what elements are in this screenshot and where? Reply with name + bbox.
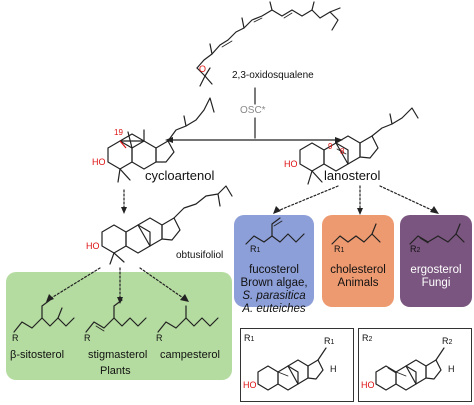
arrowheads xyxy=(46,137,439,304)
lanosterol-structure xyxy=(299,107,419,185)
r2-core-structure xyxy=(375,347,445,391)
arrowhead-campesterol xyxy=(180,294,189,302)
r1-core-structure xyxy=(257,347,327,391)
r2-core-ho: HO xyxy=(361,380,375,390)
cholesterol-organism-1: Animals xyxy=(337,277,379,289)
ergosterol-label: ergosterol xyxy=(410,264,462,276)
cholesterol-caption: cholesterol Animals xyxy=(322,264,394,290)
obtusifoliol-structure xyxy=(101,185,233,265)
r1-core-chain-label: R1 xyxy=(324,336,335,346)
stigmasterol-r: R xyxy=(84,333,91,343)
fucosterol-box xyxy=(234,215,314,307)
cycloartenol-ho: HO xyxy=(92,157,106,167)
r2-core-label: R2 xyxy=(362,333,373,343)
r1-core-h: H xyxy=(330,364,337,374)
fucosterol-label: fucosterol xyxy=(249,264,299,276)
lanosterol-ho: HO xyxy=(284,159,298,169)
arrowhead-cholesterol xyxy=(357,208,363,215)
fucosterol-organism-3: A. euteiches xyxy=(242,303,306,315)
campesterol-r: R xyxy=(156,333,163,343)
r2-core-frame xyxy=(358,328,472,402)
stigmasterol-chain xyxy=(85,299,147,333)
c19-bond xyxy=(119,140,127,149)
c9-number: 9 xyxy=(328,142,333,151)
arrowhead-fucosterol xyxy=(273,206,281,214)
c19-number: 19 xyxy=(114,128,123,137)
arrowhead-right xyxy=(335,137,343,143)
campesterol-label: campesterol xyxy=(160,349,220,361)
ergosterol-chain xyxy=(409,223,465,245)
ergosterol-caption: ergosterol Fungi xyxy=(400,264,472,290)
fucosterol-chain xyxy=(245,217,305,245)
fucosterol-organism-2: S. parasitica xyxy=(242,290,306,302)
ergosterol-box xyxy=(400,215,472,307)
beta-sitosterol-chain xyxy=(13,299,75,333)
r2-core-chain-label: R2 xyxy=(442,336,453,346)
arrowhead-sitosterol xyxy=(46,294,54,302)
obtusifoliol-label: obtusifoliol xyxy=(176,250,224,261)
sitosterol-r: R xyxy=(12,333,19,343)
oxidosqualene-structure xyxy=(196,1,341,87)
fucosterol-organism-1: Brown algae, xyxy=(240,277,308,289)
cholesterol-box xyxy=(322,215,394,307)
cholesterol-chain xyxy=(331,223,381,245)
arrowhead-obtusifoliol xyxy=(121,207,127,214)
arrowhead-stigmasterol xyxy=(117,297,123,304)
cycloartenol-structure xyxy=(107,97,215,183)
ergosterol-r2: R2 xyxy=(410,244,421,254)
cycloartenol-label: cycloartenol xyxy=(145,168,215,183)
lanosterol-label: lanosterol xyxy=(324,168,381,183)
cholesterol-r1: R1 xyxy=(334,244,345,254)
arrowhead-left xyxy=(165,137,173,143)
plants-caption: Plants xyxy=(100,365,131,377)
stigmasterol-label: stigmasterol xyxy=(88,349,148,361)
r2-core-h: H xyxy=(448,364,455,374)
c8-number: 8 xyxy=(340,147,345,156)
oxygen-label: O xyxy=(199,64,207,74)
r1-core-ho: HO xyxy=(243,380,257,390)
fucosterol-r1: R1 xyxy=(250,244,261,254)
osc-label: OSC* xyxy=(240,105,266,116)
fucosterol-caption: fucosterol Brown algae, S. parasitica A.… xyxy=(234,264,314,316)
r1-core-label: R1 xyxy=(244,333,255,343)
beta-sitosterol-label: β-sitosterol xyxy=(10,349,65,361)
arrowhead-ergosterol xyxy=(430,206,439,214)
r1-core-frame xyxy=(240,328,354,402)
cholesterol-label: cholesterol xyxy=(330,264,386,276)
ergosterol-organism-1: Fungi xyxy=(421,277,451,289)
campesterol-chain xyxy=(157,305,219,333)
obtusifoliol-ho: HO xyxy=(86,241,100,251)
oxidosqualene-label: 2,3-oxidosqualene xyxy=(232,70,314,81)
